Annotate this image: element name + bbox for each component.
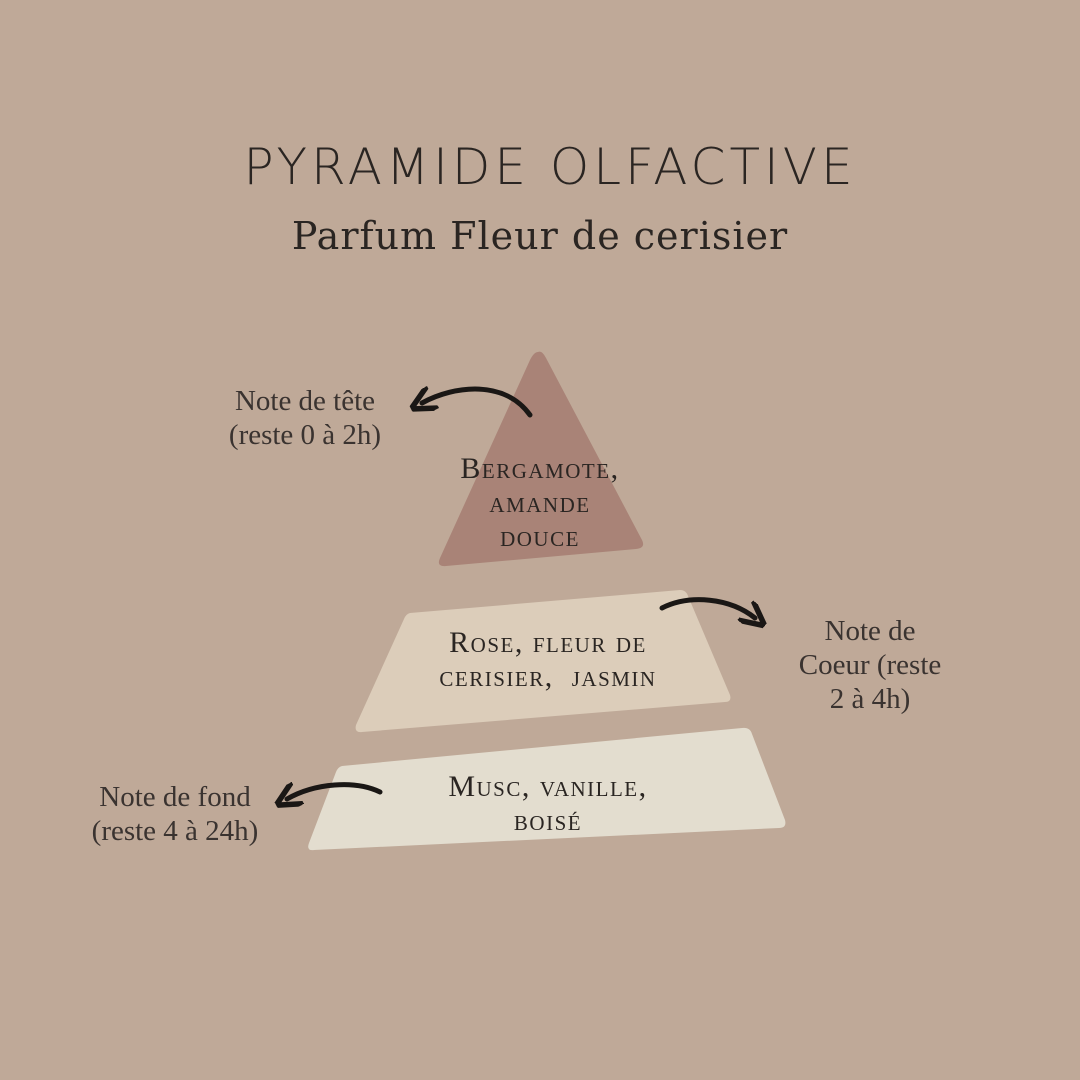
bottom-tier-shape bbox=[308, 727, 786, 851]
base-notes-line: boisé bbox=[513, 804, 583, 837]
heart-note-label-line: 2 à 4h) bbox=[829, 683, 911, 715]
top-notes-line: Bergamote, bbox=[460, 452, 620, 485]
page-title: PYRAMIDE OLFACTIVE bbox=[243, 138, 857, 196]
top-note-arrow bbox=[422, 389, 533, 418]
heart-note-label: Note de Coeur (reste 2 à 4h) bbox=[760, 614, 980, 716]
heart-note-label-line: Note de bbox=[824, 615, 916, 647]
base-note-label-line: (reste 4 à 24h) bbox=[91, 815, 259, 847]
base-note-label: Note de fond (reste 4 à 24h) bbox=[50, 780, 300, 848]
top-notes-line: amande bbox=[489, 486, 591, 519]
base-notes-text: Musc, vanille, boisé bbox=[398, 770, 698, 838]
heart-notes-line: Rose, fleur de bbox=[449, 626, 647, 659]
base-note-label-line: Note de fond bbox=[99, 781, 251, 813]
top-notes-line: douce bbox=[500, 520, 580, 553]
top-tier-shape bbox=[438, 351, 644, 567]
heart-note-arrow bbox=[659, 597, 755, 618]
top-note-label-line: Note de tête bbox=[234, 385, 376, 417]
page-subtitle: Parfum Fleur de cerisier bbox=[291, 214, 789, 258]
heart-notes-text: Rose, fleur de cerisier, jasmin bbox=[398, 626, 698, 694]
middle-tier-shape bbox=[355, 590, 731, 733]
top-notes-text: Bergamote, amande douce bbox=[410, 452, 670, 554]
base-notes-line: Musc, vanille, bbox=[448, 770, 648, 803]
heart-note-label-line: Coeur (reste bbox=[798, 649, 942, 681]
top-note-label-line: (reste 0 à 2h) bbox=[228, 419, 382, 451]
base-note-arrow bbox=[287, 785, 383, 799]
top-note-label: Note de tête (reste 0 à 2h) bbox=[180, 384, 430, 452]
heart-notes-line: cerisier, jasmin bbox=[439, 660, 657, 693]
